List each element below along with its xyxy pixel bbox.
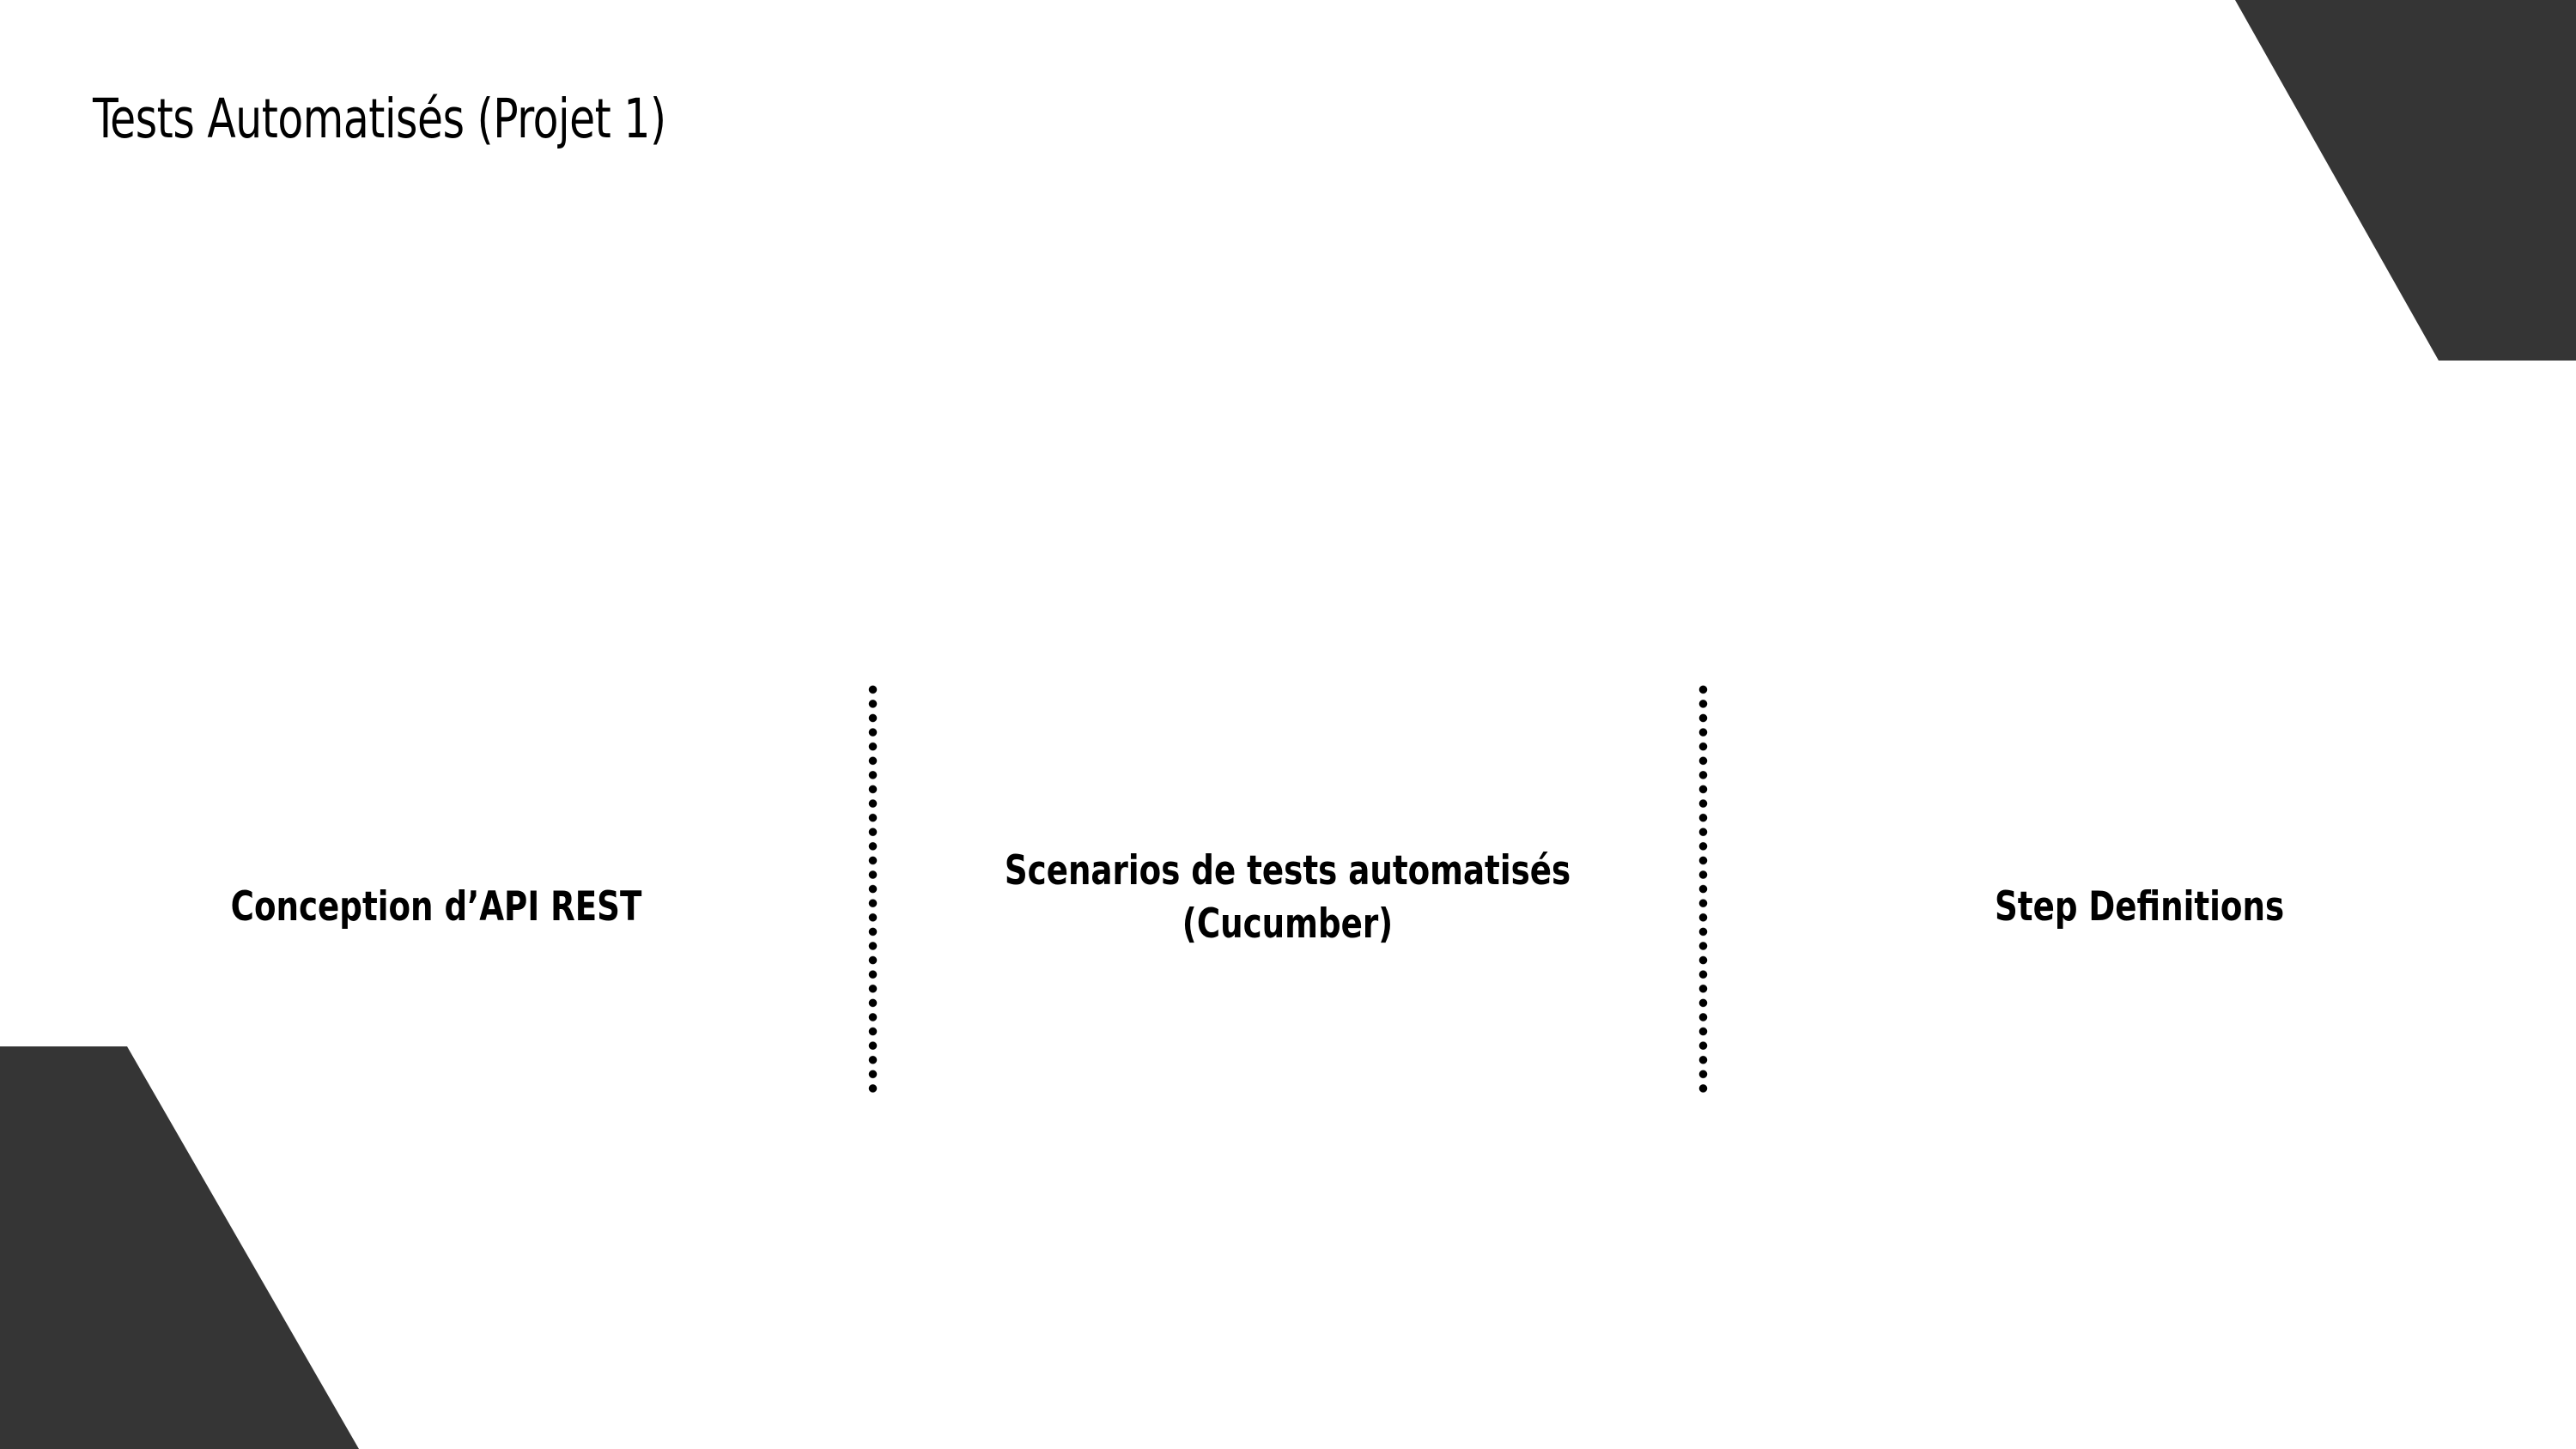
column-step-definitions: Step Definitions (1703, 652, 2576, 1133)
top-right-parallelogram-decoration (2235, 0, 2576, 361)
dotted-divider-icon-2 (1698, 682, 1708, 1098)
column-label-3: Step Definitions (1994, 882, 2285, 931)
column-label-1: Conception d’API REST (230, 882, 642, 931)
dotted-divider-icon-1 (868, 682, 878, 1098)
page-title: Tests Automatisés (Projet 1) (93, 88, 666, 150)
column-conception-api-rest: Conception d’API REST (0, 652, 872, 1133)
three-column-band: Conception d’API REST Scenarios de tests… (0, 652, 2576, 1133)
column-label-2: Scenarios de tests automatisés (Cucumber… (1004, 846, 1571, 948)
column-scenarios-tests-cucumber: Scenarios de tests automatisés (Cucumber… (872, 652, 1703, 1133)
